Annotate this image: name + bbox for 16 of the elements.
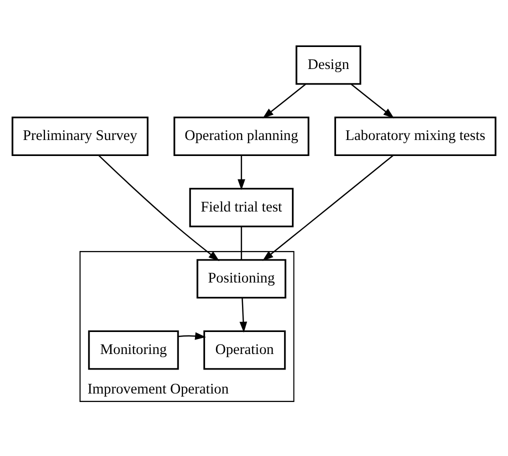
node-box: Design <box>296 45 362 85</box>
arrow <box>178 332 206 340</box>
arrow <box>240 298 248 333</box>
node-box: Preliminary Survey <box>12 116 148 156</box>
node-box: Laboratory mixing tests <box>334 116 496 156</box>
node-box: Operation <box>203 330 286 370</box>
arrow <box>262 154 394 261</box>
node-box: Positioning <box>196 259 286 299</box>
node-box: Operation planning <box>174 116 310 156</box>
connector <box>240 226 242 260</box>
node-box: Monitoring <box>88 330 179 370</box>
arrow <box>98 154 220 262</box>
arrow <box>238 156 246 190</box>
arrow <box>350 84 394 118</box>
node-box: Field trial test <box>189 188 294 228</box>
arrow <box>262 84 306 118</box>
